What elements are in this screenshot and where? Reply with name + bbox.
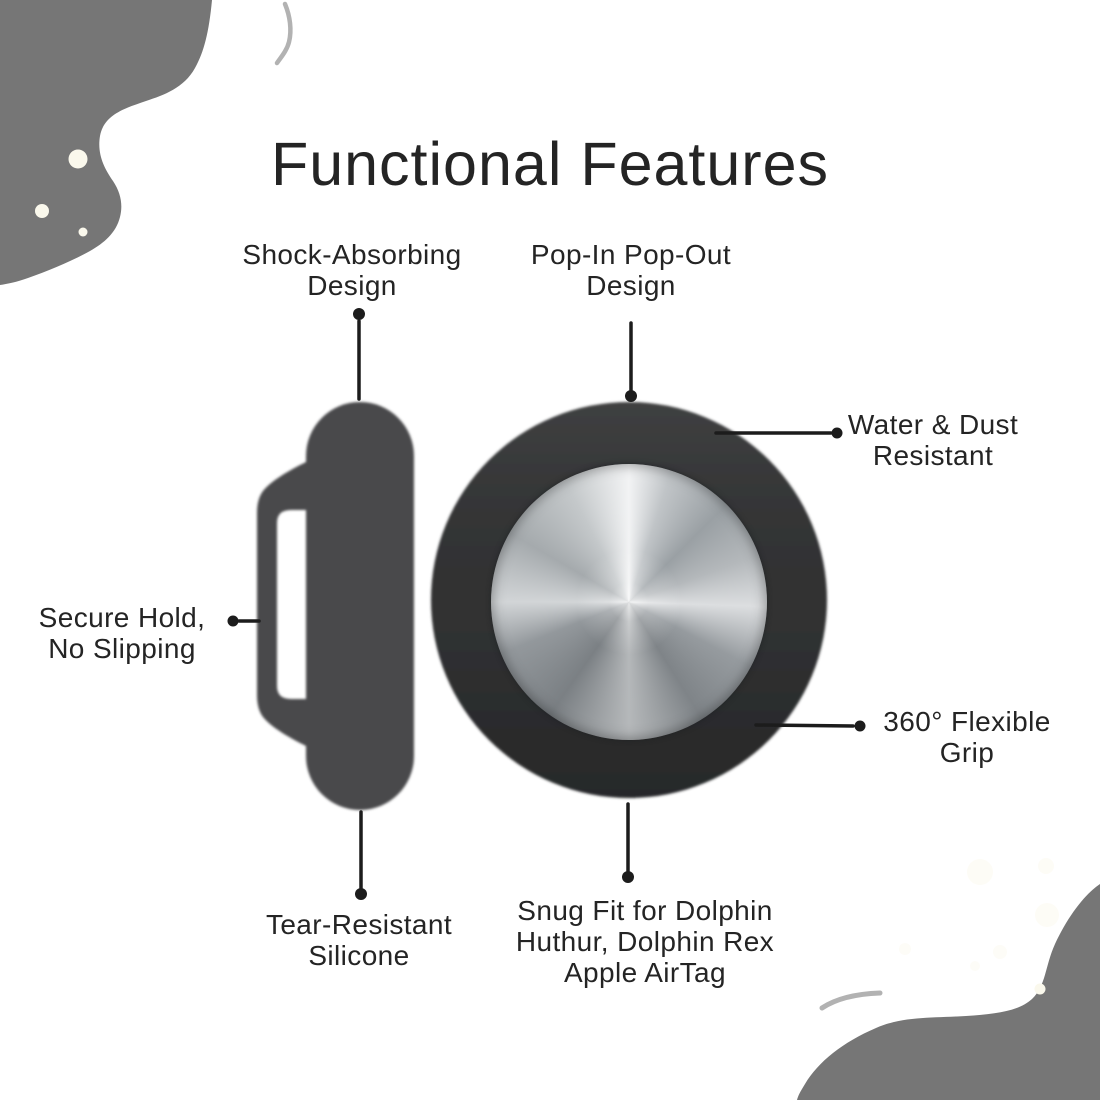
callout-dot-flex — [854, 720, 866, 732]
blob-shape-top-left — [0, 0, 212, 285]
callout-dot-tear — [355, 888, 367, 900]
decor-blob-top-left — [0, 0, 293, 285]
callout-dot-water — [831, 427, 843, 439]
cream-dot — [1034, 983, 1046, 995]
callout-dot-shock — [353, 308, 365, 320]
decor-swoosh-stroke — [819, 990, 883, 1011]
faint-spot — [1035, 903, 1059, 927]
label-tear-resistant: Tear-Resistant Silicone — [265, 909, 453, 971]
cream-dot — [78, 227, 88, 237]
faint-spot — [899, 943, 911, 955]
holder-body-capsule — [306, 402, 414, 810]
label-snug-fit: Snug Fit for Dolphin Huthur, Dolphin Rex… — [515, 895, 775, 988]
faint-spot — [967, 859, 993, 885]
blob-shape-bottom-right — [797, 884, 1100, 1100]
decor-arc-stroke — [274, 1, 293, 66]
decor-blob-bottom-right — [797, 858, 1100, 1100]
page-title: Functional Features — [270, 129, 830, 198]
cream-dot — [68, 149, 88, 169]
callout-dot-secure — [227, 615, 239, 627]
label-water-dust: Water & Dust Resistant — [847, 409, 1019, 471]
callout-dot-pop — [625, 390, 637, 402]
faint-spot — [970, 961, 980, 971]
label-pop-in-pop-out: Pop-In Pop-Out Design — [530, 239, 732, 301]
faint-spot — [1038, 858, 1054, 874]
callout-dot-snug — [622, 871, 634, 883]
label-secure-hold: Secure Hold, No Slipping — [38, 602, 206, 664]
product-side-view — [257, 402, 414, 810]
callout-line-flex — [754, 723, 855, 728]
callout-connectors — [237, 319, 855, 890]
label-shock-absorbing: Shock-Absorbing Design — [242, 239, 462, 301]
callout-dots — [227, 308, 866, 900]
cream-dot — [35, 204, 49, 218]
faint-spot — [993, 945, 1007, 959]
metal-disc — [491, 464, 767, 740]
holder-loop-handle — [257, 462, 306, 746]
label-flexible-grip: 360° Flexible Grip — [883, 706, 1051, 768]
